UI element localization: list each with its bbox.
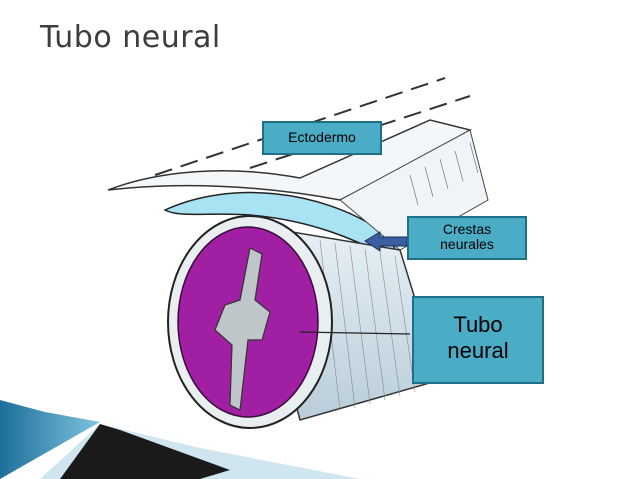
slide-title: Tubo neural [40, 20, 221, 55]
ectoderm-label: Ectodermo [262, 121, 382, 155]
neural-crests-label-line2: neurales [440, 236, 494, 253]
neural-tube-label: Tubo neural [412, 296, 544, 384]
neural-crests-label-line1: Crestas [442, 221, 492, 237]
neural-tube-cylinder [167, 215, 441, 429]
neural-tube-label-line1: Tubo [453, 312, 503, 337]
ectoderm-label-text: Ectodermo [288, 129, 356, 145]
corner-accent [0, 400, 360, 479]
neural-tube-label-line2: neural [447, 338, 509, 364]
neural-crests-label: Crestas neurales [407, 216, 527, 260]
